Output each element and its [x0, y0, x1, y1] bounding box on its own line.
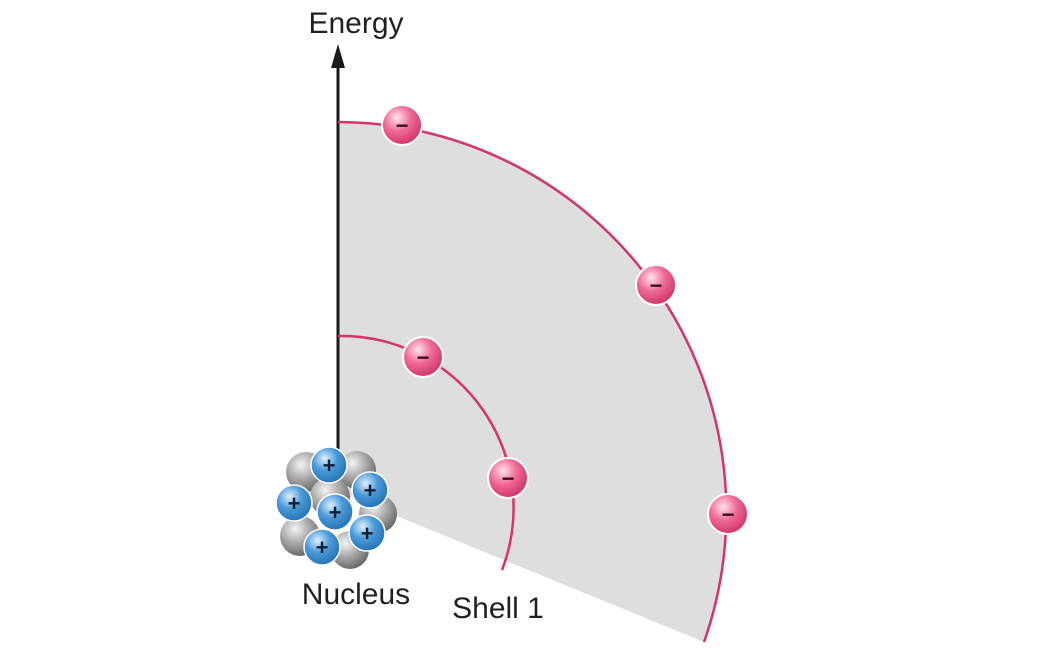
proton: + [275, 484, 313, 522]
proton: + [303, 528, 341, 566]
electron: − [707, 493, 749, 535]
nucleus: + + + + + + [275, 446, 397, 569]
electron: − [402, 336, 444, 378]
electron: − [487, 457, 529, 499]
electron-sign: − [417, 345, 430, 370]
nucleus-label: Nucleus [302, 578, 410, 611]
shell-label: Shell 1 [452, 592, 544, 625]
proton-sign: + [316, 535, 329, 560]
electron-sign: − [396, 113, 409, 138]
electron-sign: − [502, 466, 515, 491]
electron-sign: − [650, 273, 663, 298]
proton-sign: + [288, 491, 301, 516]
proton-sign: + [323, 453, 336, 478]
electron: − [635, 264, 677, 306]
proton: + [316, 493, 354, 531]
proton-sign: + [329, 500, 342, 525]
energy-axis-label: Energy [308, 7, 403, 40]
inner-orbit [337, 334, 515, 571]
proton: + [310, 446, 348, 484]
shell-region [338, 122, 727, 642]
proton-sign: + [361, 521, 374, 546]
proton: + [351, 471, 389, 509]
energy-axis-arrowhead [331, 44, 345, 68]
electron: − [381, 104, 423, 146]
proton-sign: + [364, 478, 377, 503]
proton: + [348, 514, 386, 552]
electron-sign: − [722, 502, 735, 527]
